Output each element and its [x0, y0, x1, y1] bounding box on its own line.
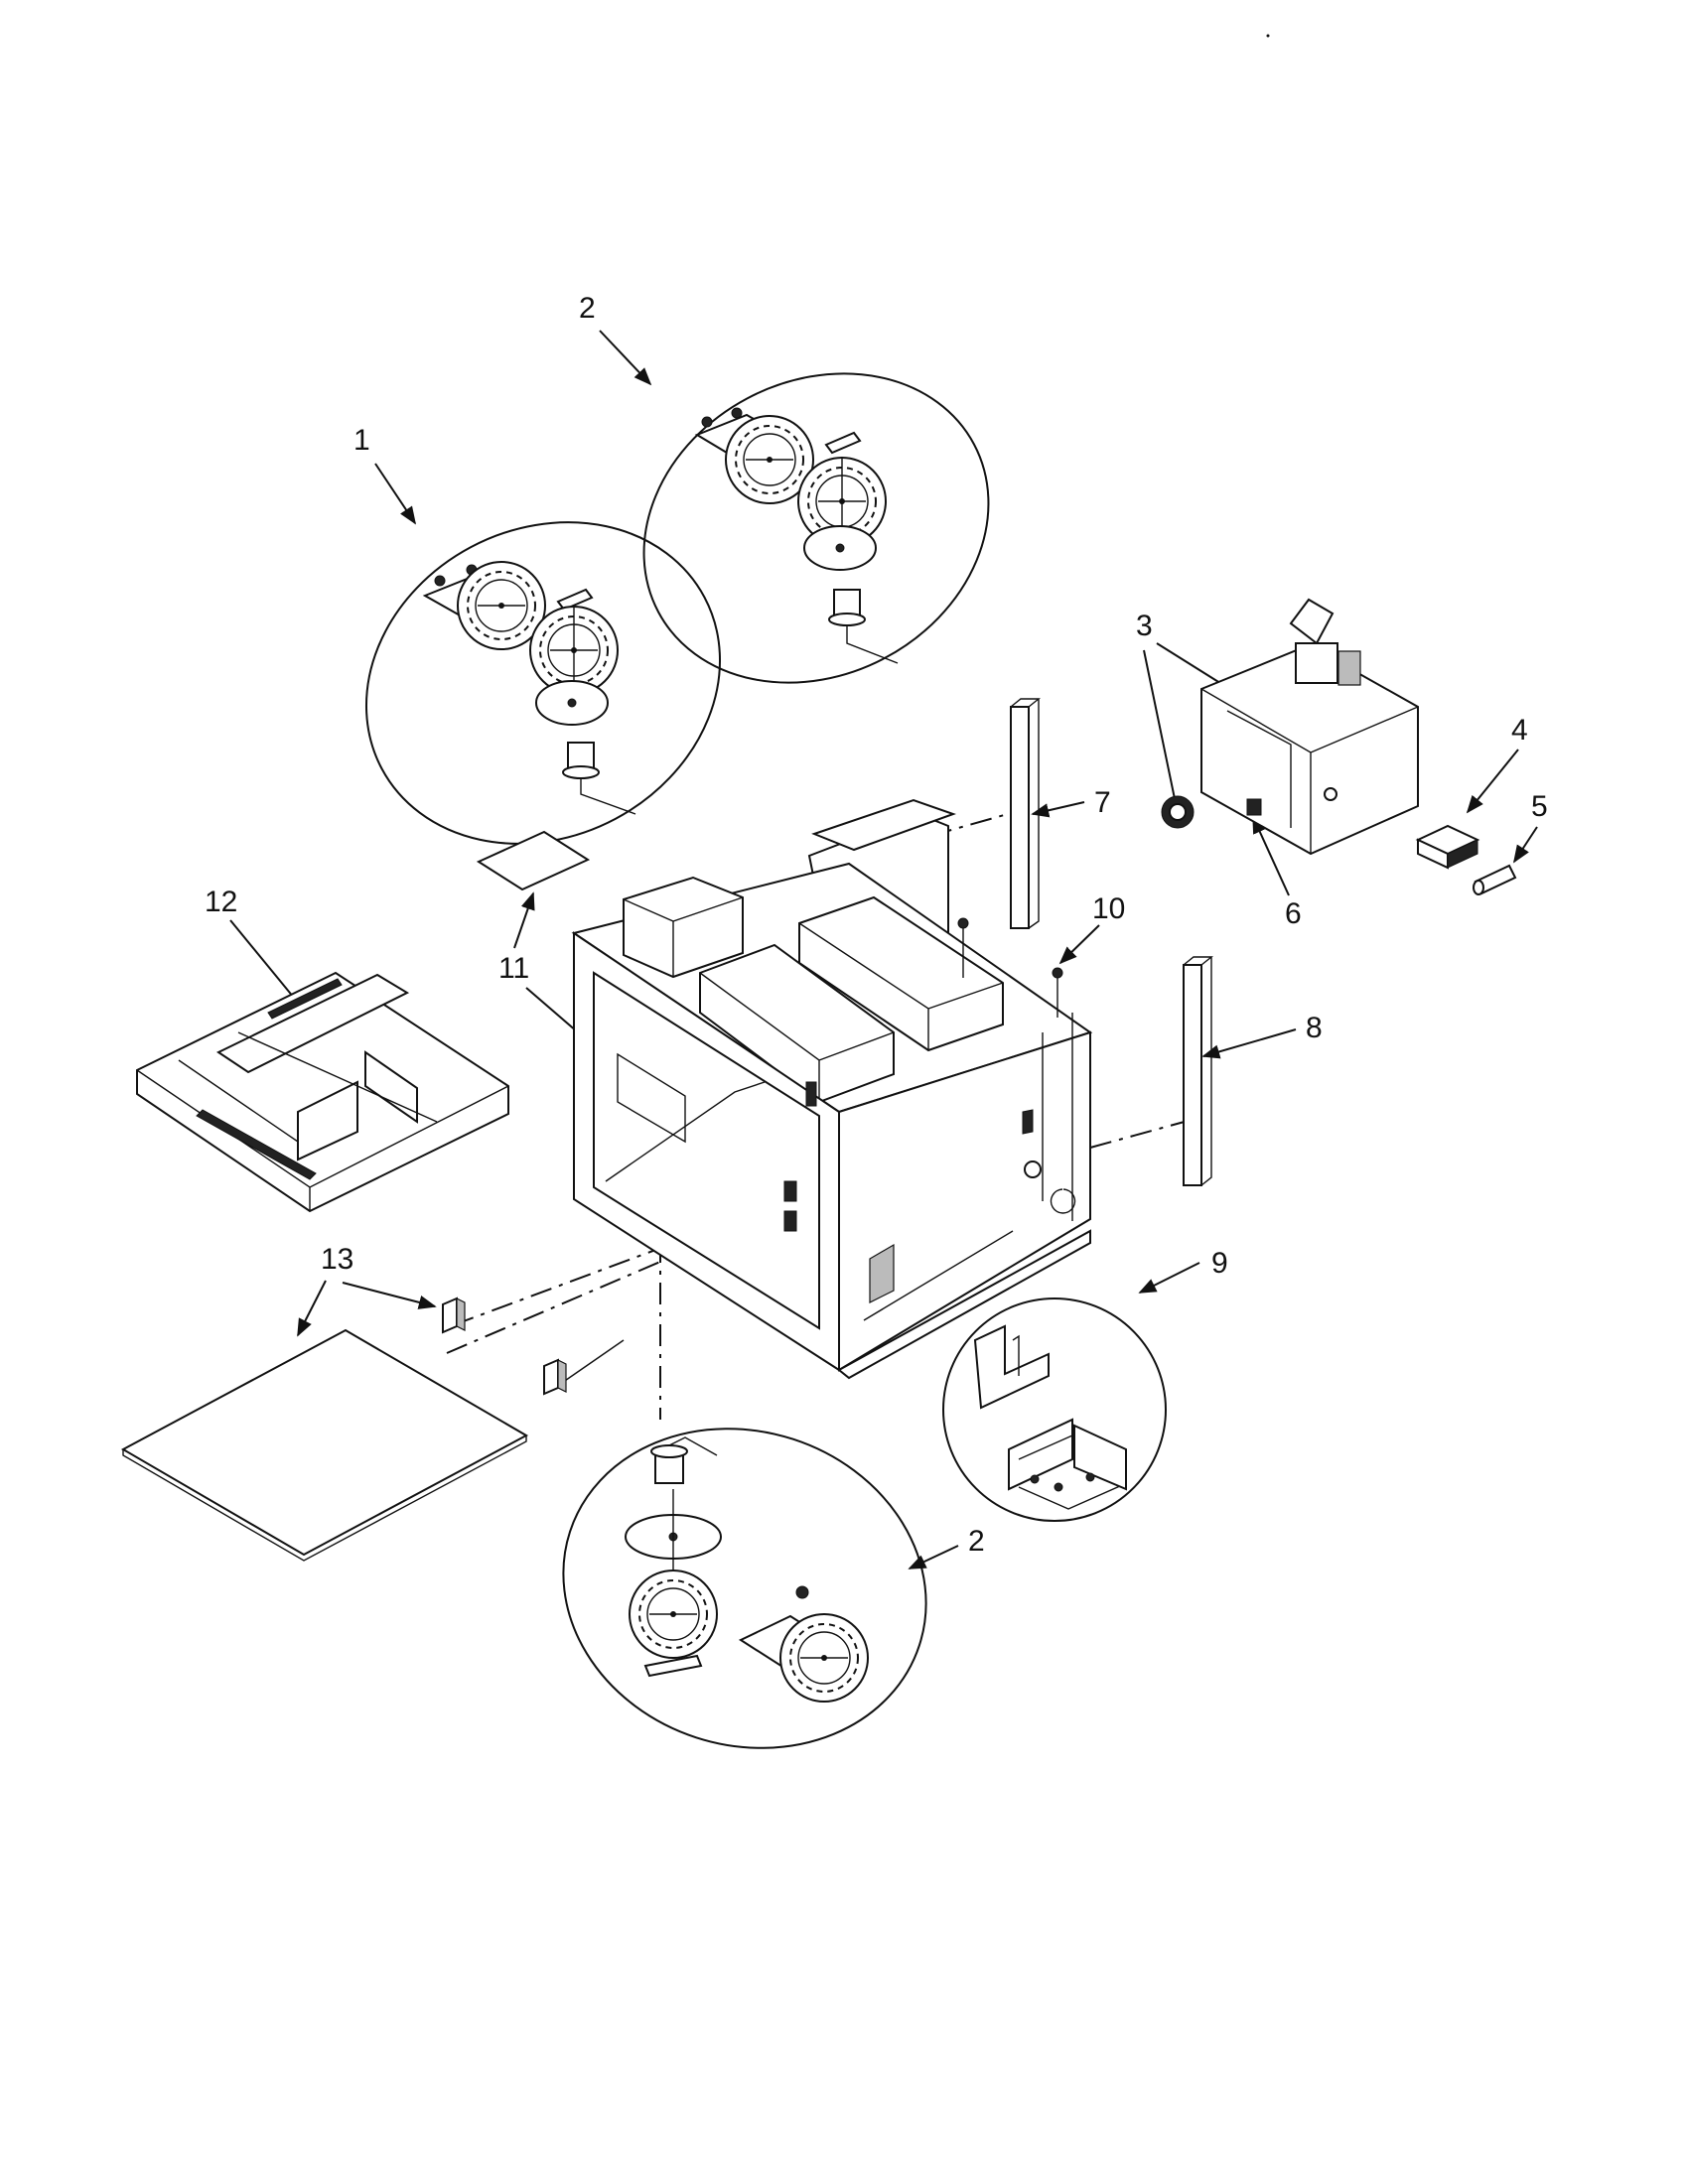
callout-12: 12	[205, 886, 237, 918]
callout-4: 4	[1511, 714, 1528, 747]
bottom-panel-with-feet	[120, 1297, 567, 1562]
fuse-holder	[1415, 824, 1480, 870]
callout-9: 9	[1211, 1247, 1228, 1280]
fan-motor-bracket-assembly	[1161, 598, 1419, 856]
fuse	[1473, 864, 1517, 895]
stirrer-assembly-2-top	[642, 372, 990, 684]
callout-1: 1	[353, 424, 370, 457]
callout-2-top: 2	[579, 292, 596, 325]
callout-6: 6	[1285, 897, 1302, 930]
bottom-tray	[136, 971, 509, 1213]
callout-7: 7	[1094, 786, 1111, 819]
callout-3: 3	[1136, 610, 1153, 642]
oven-cavity-frame	[571, 798, 1093, 1380]
callout-11: 11	[498, 952, 529, 985]
callout-10: 10	[1092, 892, 1125, 925]
callout-5: 5	[1531, 790, 1548, 823]
callout-13: 13	[321, 1243, 353, 1276]
callout-2-bottom: 2	[968, 1525, 985, 1558]
stirrer-assembly-2-bottom	[562, 1428, 927, 1749]
callouts: 1 2 2 3 4 5 6 7 8 9 10 11 12 13	[205, 292, 1548, 1558]
callout-8: 8	[1306, 1012, 1323, 1044]
clip-bracket-set	[942, 1297, 1167, 1522]
corner-dot	[1266, 34, 1270, 38]
stirrer-assembly-1	[364, 521, 722, 845]
seal-strips	[1010, 698, 1213, 1186]
insulation-pad	[476, 830, 591, 891]
